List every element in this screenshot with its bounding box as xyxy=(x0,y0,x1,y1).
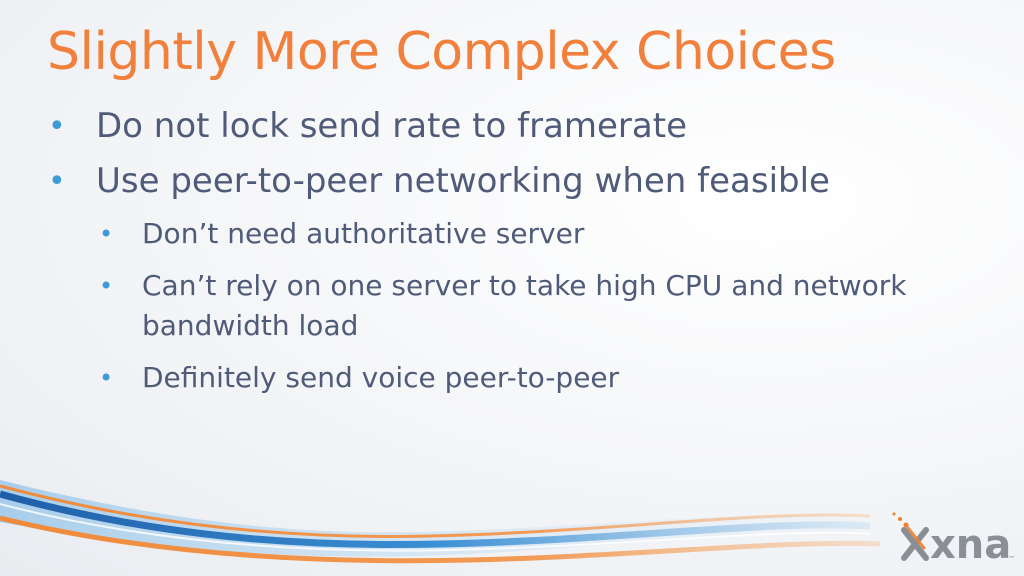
bullet-text: Can’t rely on one server to take high CP… xyxy=(142,269,907,342)
logo-trademark: ™ xyxy=(1008,555,1015,563)
bullet-text: Do not lock send rate to framerate xyxy=(96,106,687,146)
bullet-item: • Do not lock send rate to framerate xyxy=(48,104,988,149)
swoosh-orange-bottom xyxy=(0,515,881,564)
sub-bullet-item: • Definitely send voice peer-to-peer xyxy=(48,358,988,398)
swoosh-highlight xyxy=(0,503,871,552)
swoosh-orange-top xyxy=(0,484,871,538)
slide-title: Slightly More Complex Choices xyxy=(47,22,836,82)
bullet-dot: • xyxy=(48,109,66,144)
xna-logo: xna ™ xyxy=(890,508,1018,568)
bullet-text: Definitely send voice peer-to-peer xyxy=(142,361,620,394)
decorative-swoosh xyxy=(0,480,881,564)
bullet-text: Don’t need authoritative server xyxy=(142,217,585,250)
bullet-dot: • xyxy=(48,164,66,199)
logo-wordmark: xna xyxy=(930,522,1011,568)
bullet-text: Use peer-to-peer networking when feasibl… xyxy=(96,161,830,201)
bullet-dot: • xyxy=(99,272,114,300)
sub-bullet-item: • Don’t need authoritative server xyxy=(48,214,988,254)
bullet-dot: • xyxy=(99,220,114,248)
swoosh-blue-main xyxy=(0,490,871,549)
bullet-list: • Do not lock send rate to framerate • U… xyxy=(48,104,988,410)
bullet-item: • Use peer-to-peer networking when feasi… xyxy=(48,159,988,204)
bullet-dot: • xyxy=(99,364,114,392)
sub-bullet-item: • Can’t rely on one server to take high … xyxy=(48,266,988,346)
xna-logo-icon: xna ™ xyxy=(892,512,1015,568)
